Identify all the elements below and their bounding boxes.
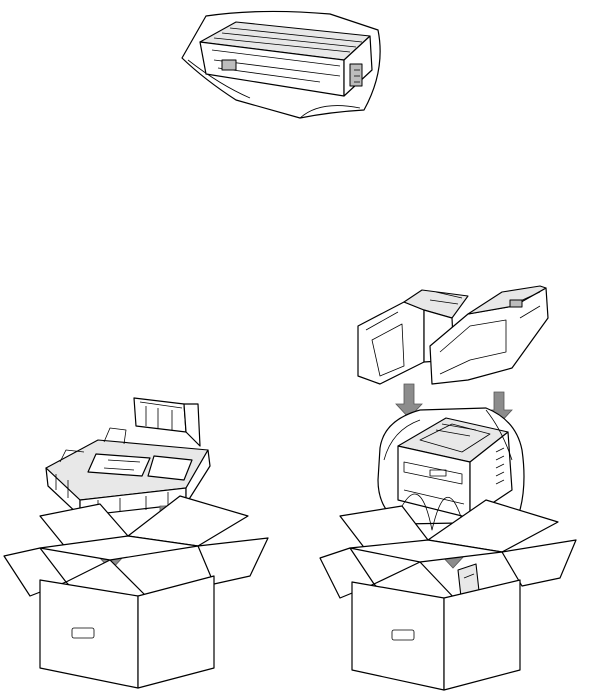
carton-right <box>320 500 576 690</box>
drum-unit-in-bag <box>182 11 380 118</box>
foam-end-pieces <box>358 286 548 384</box>
carton-left <box>4 496 268 688</box>
drum-gear <box>350 64 362 86</box>
foam-notch <box>510 300 522 307</box>
drum-tab <box>222 60 236 70</box>
